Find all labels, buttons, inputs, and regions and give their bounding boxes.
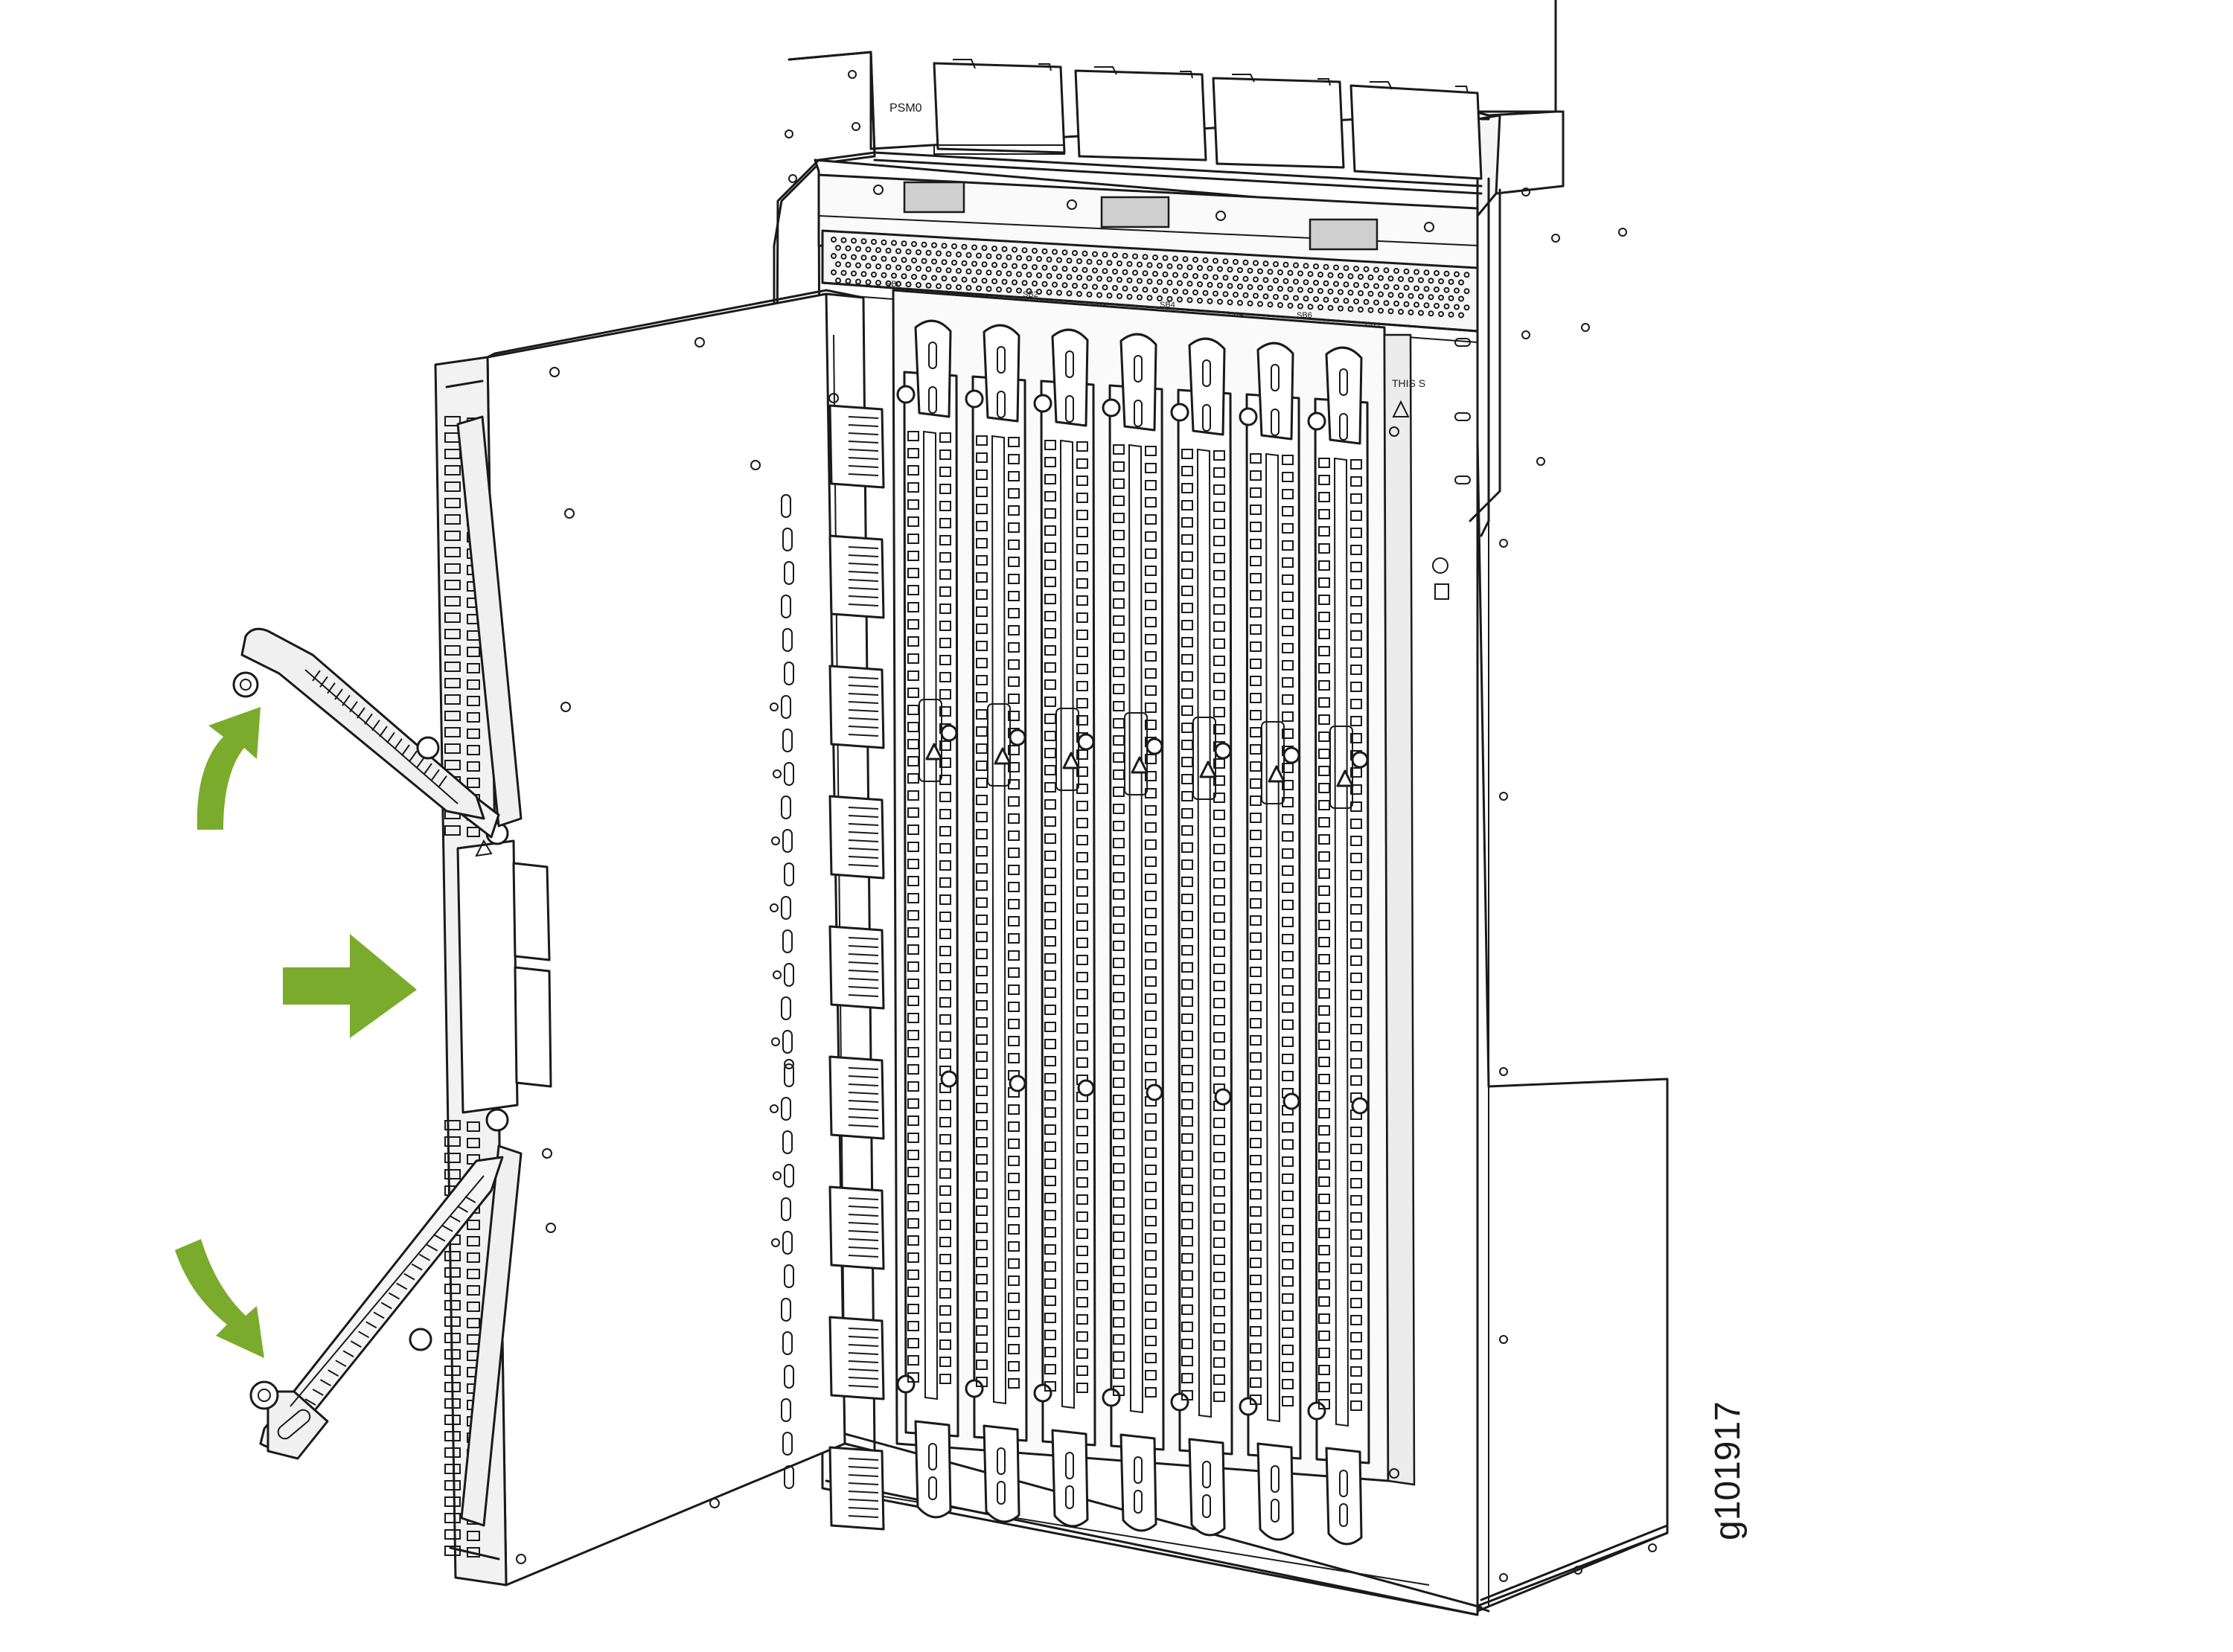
backplane-connector: [828, 1185, 885, 1270]
card-cage: THIS S: [892, 289, 1425, 1546]
backplane-connector: [828, 795, 885, 880]
figure-id-label: g101917: [1708, 1401, 1748, 1540]
upper-lever-thumbscrew[interactable]: [232, 671, 259, 698]
fabric-board: [896, 319, 959, 1519]
lower-ejector-lever[interactable]: [249, 1144, 523, 1527]
backplane-connector: [828, 534, 885, 619]
upper-ejector-lever[interactable]: [232, 415, 523, 839]
side-rivets: [785, 70, 1657, 1582]
slot-label: SB0: [886, 280, 901, 289]
warning-label: THIS S: [1392, 377, 1425, 389]
psu-module-2: [1074, 66, 1207, 161]
fabric-board: [1033, 328, 1096, 1528]
psu-module-1: [933, 59, 1066, 155]
slot-label: SB2: [1023, 290, 1038, 299]
psm-label: PSM0: [889, 102, 922, 115]
backplane-connector: [828, 1316, 885, 1400]
connector-2: [1100, 196, 1170, 228]
backplane-connector: [828, 925, 885, 1010]
curved-arrow-down-icon: [175, 1239, 264, 1358]
slot-label: SB6: [1297, 311, 1312, 320]
fabric-board: [1102, 333, 1165, 1532]
line-card: [232, 289, 885, 1587]
straight-arrow-right-icon: [283, 934, 417, 1038]
line-card-screws: [516, 337, 839, 1564]
faceplate-center-block: [456, 822, 552, 1132]
connector-1: [903, 181, 965, 214]
psu-module-3: [1212, 74, 1345, 169]
perforated-air-filter: [821, 229, 1479, 333]
fabric-board: [1307, 346, 1370, 1546]
slot-label: SB4: [1160, 301, 1175, 310]
backplane-connector: [828, 404, 885, 489]
fabric-board: [965, 324, 1028, 1523]
right-perforated-rail: [1383, 333, 1416, 1486]
backplane-connector: [828, 665, 885, 749]
fabric-board: [1170, 337, 1233, 1537]
motion-arrows: [175, 707, 417, 1358]
backplane-connector: [828, 1055, 885, 1140]
lower-lever-thumbscrew[interactable]: [249, 1380, 279, 1410]
fabric-board: [1239, 342, 1302, 1541]
power-supply-row: PSM0: [873, 59, 1483, 195]
connector-3: [1309, 218, 1379, 251]
curved-arrow-up-icon: [197, 707, 261, 830]
backplane-connector: [828, 1446, 885, 1531]
psu-module-4: [1349, 81, 1483, 180]
